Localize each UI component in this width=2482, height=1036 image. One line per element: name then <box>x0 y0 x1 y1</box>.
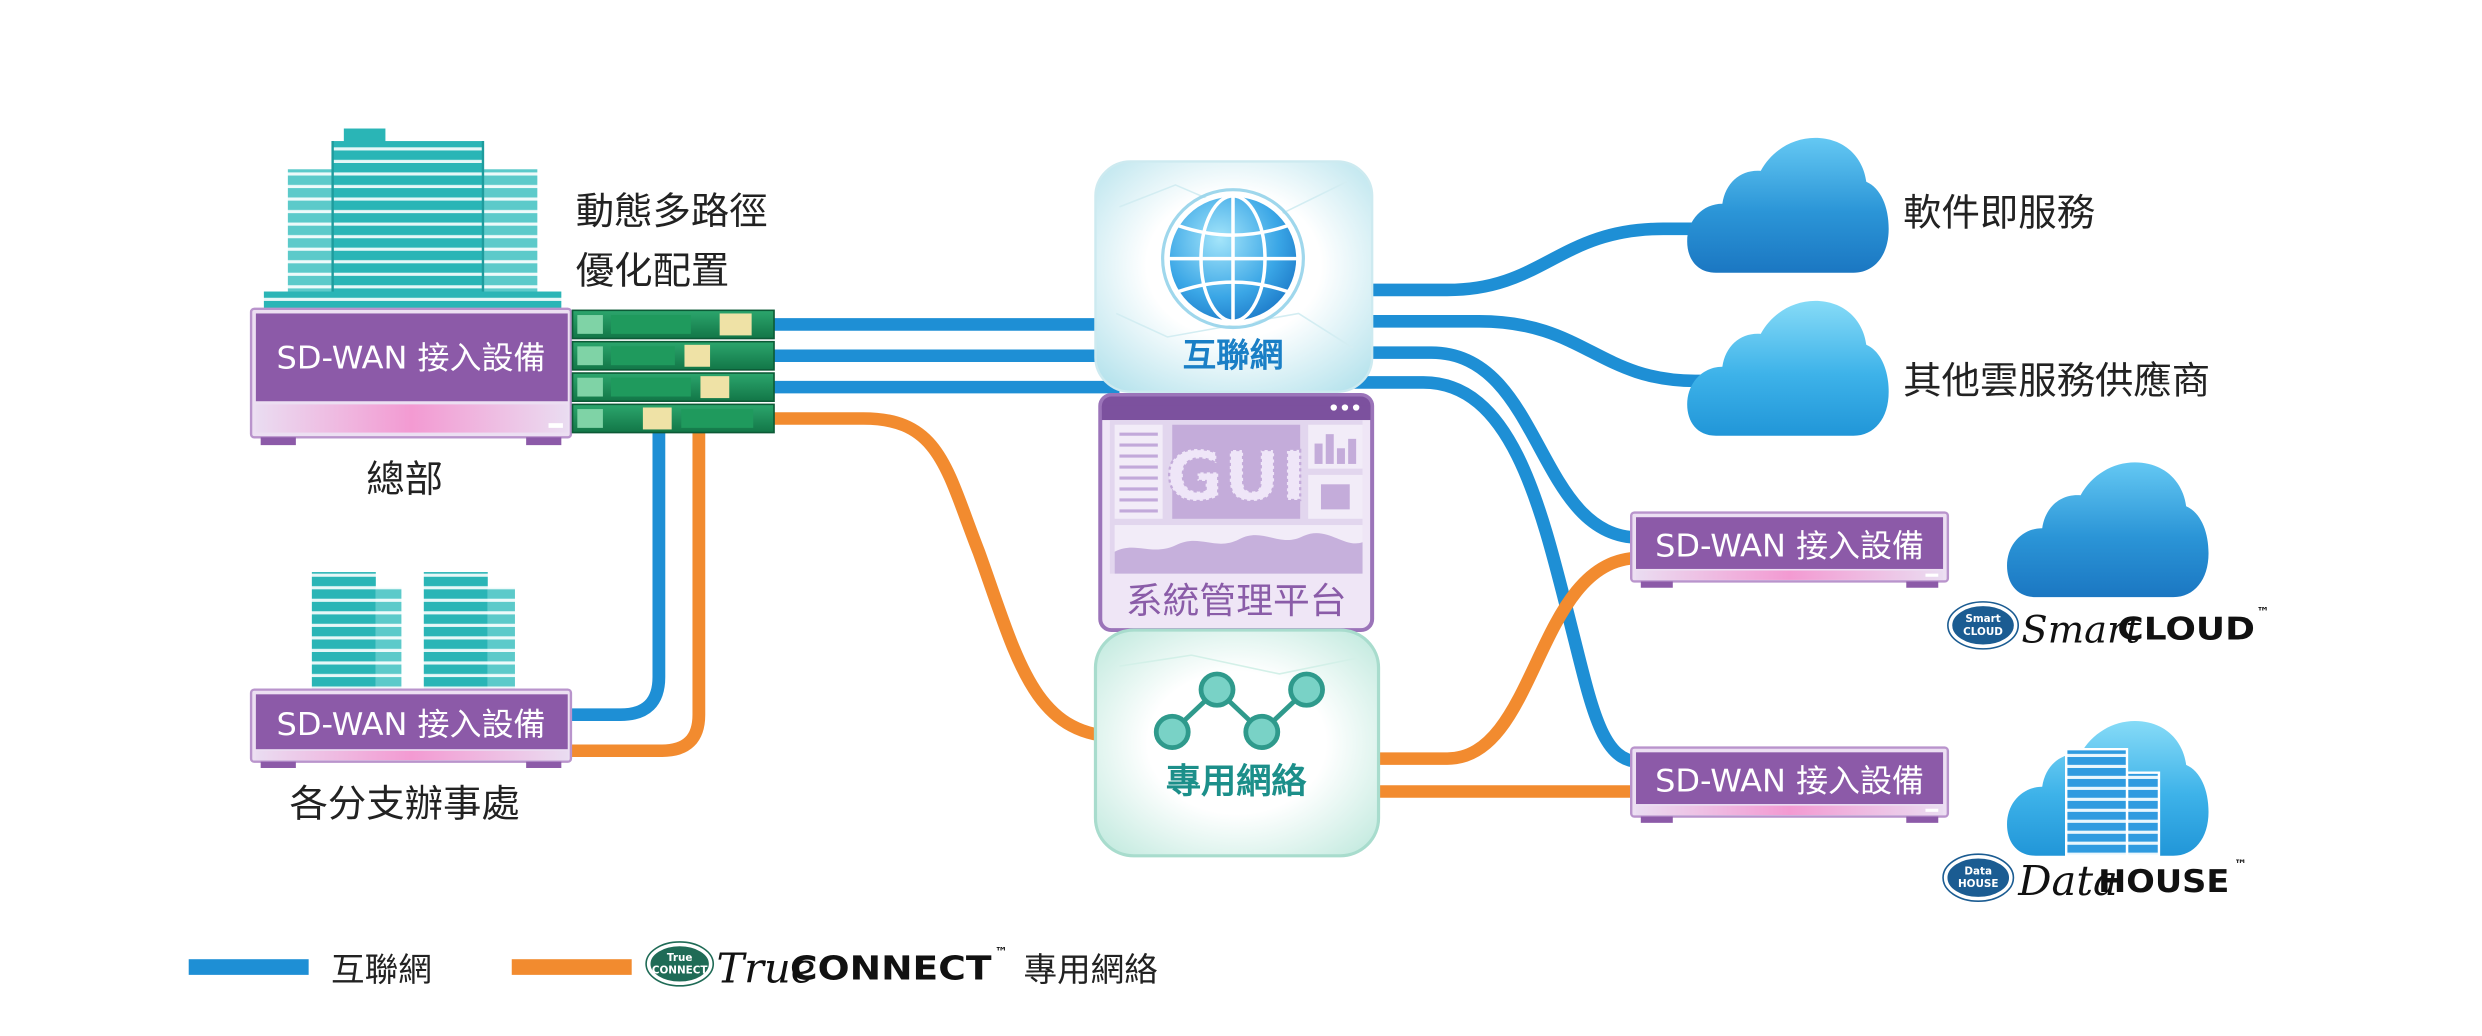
hq-sdwan-device: SD-WAN 接入設備 <box>249 307 573 446</box>
datahouse-logo: Data HOUSE Data HOUSE ™ <box>1942 853 2247 905</box>
internet-to-saas-link <box>1351 222 1712 297</box>
multipath-link-stack <box>571 309 775 434</box>
optimization-label-line-1: 動態多路徑 <box>576 189 768 233</box>
internet-hub-label: 互聯網 <box>1183 336 1284 375</box>
smartcloud-device-label: SD-WAN 接入設備 <box>1655 529 1924 565</box>
internet-hub: 互聯網 <box>1094 160 1374 394</box>
internet-to-cloud-provider-link <box>1351 315 1712 388</box>
smartcloud-trademark: ™ <box>2257 604 2270 619</box>
internet-to-smartcloud-site-link <box>1351 346 1640 544</box>
datahouse-badge-line-1: Data <box>1964 866 1992 878</box>
smartcloud-sdwan-device: SD-WAN 接入設備 <box>1630 511 1950 588</box>
smartcloud-cloud-icon <box>2007 462 2209 598</box>
link-module-2 <box>571 340 775 371</box>
internet-links <box>562 222 1712 768</box>
datahouse-name-bold: HOUSE <box>2098 864 2229 900</box>
link-module-4 <box>571 403 775 434</box>
hq-to-branch-internet-link <box>562 432 666 721</box>
management-platform-label: 系統管理平台 <box>1126 579 1347 622</box>
private-network-hub-label: 專用網絡 <box>1166 762 1307 802</box>
private-network-hub: 專用網絡 <box>1093 628 1381 858</box>
trueconnect-trademark: ™ <box>995 944 1008 959</box>
datahouse-badge-line-2: HOUSE <box>1958 878 1999 890</box>
legend-internet-swatch <box>188 959 309 975</box>
saas-cloud-icon <box>1687 137 1889 273</box>
cloud-provider-cloud-icon <box>1687 300 1889 436</box>
hq-site-label: 總部 <box>366 457 443 501</box>
datahouse-device-label: SD-WAN 接入設備 <box>1655 764 1924 800</box>
branch-device-label: SD-WAN 接入設備 <box>277 707 546 743</box>
branch-site-label: 各分支辦事處 <box>289 782 519 826</box>
headquarters-building-icon <box>263 128 562 309</box>
saas-label: 軟件即服務 <box>1903 191 2095 235</box>
trueconnect-badge-line-2: CONNECT <box>652 964 708 976</box>
trueconnect-brand-italic: True <box>716 945 815 993</box>
hq-to-branch-private-link <box>562 432 706 758</box>
datahouse-trademark: ™ <box>2234 856 2247 871</box>
management-platform: GUI 系統管理平台 <box>1098 393 1375 633</box>
hq-device-label: SD-WAN 接入設備 <box>277 341 546 377</box>
internet-to-datahouse-site-link <box>1351 376 1640 768</box>
link-module-3 <box>571 372 775 403</box>
private-links <box>562 412 1640 798</box>
trueconnect-badge-line-1: True <box>667 952 693 964</box>
branch-sdwan-device: SD-WAN 接入設備 <box>249 688 573 768</box>
cloud-provider-label: 其他雲服務供應商 <box>1903 359 2210 403</box>
trueconnect-brand-bold: CONNECT <box>790 949 992 988</box>
hq-to-private-network-link <box>774 412 1120 743</box>
legend-internet-label: 互聯網 <box>331 950 432 989</box>
optimization-label-line-2: 優化配置 <box>576 249 730 293</box>
legend-private-label: 專用網絡 <box>1024 950 1158 989</box>
smartcloud-badge-line-2: CLOUD <box>1963 626 2003 638</box>
smartcloud-name-bold: CLOUD <box>2117 612 2255 648</box>
trueconnect-logo: True CONNECT True CONNECT ™ <box>645 941 1008 993</box>
private-to-smartcloud-site-link <box>1359 551 1640 765</box>
legend: 互聯網 True CONNECT True CONNECT ™ 專用網絡 <box>188 941 1158 993</box>
smartcloud-logo: Smart CLOUD Smart CLOUD ™ <box>1947 601 2270 652</box>
datahouse-sdwan-device: SD-WAN 接入設備 <box>1630 746 1950 823</box>
datahouse-cloud-datacenter-icon <box>2007 720 2209 857</box>
dashboard-screen-text: GUI <box>1166 437 1307 517</box>
network-nodes-icon <box>1153 671 1325 750</box>
dashboard-icon: GUI <box>1101 396 1371 574</box>
datahouse-name-italic: Data <box>2017 857 2118 905</box>
link-module-1 <box>571 309 775 340</box>
globe-icon <box>1161 188 1305 330</box>
smartcloud-badge-line-1: Smart <box>1965 613 2000 625</box>
smartcloud-name-italic: Smart <box>2021 608 2141 652</box>
legend-private-swatch <box>511 959 632 975</box>
branch-buildings-icon <box>311 572 515 692</box>
